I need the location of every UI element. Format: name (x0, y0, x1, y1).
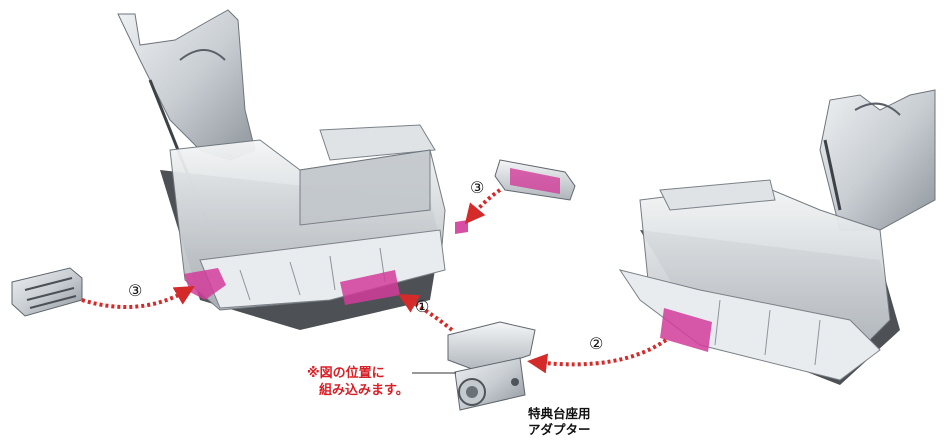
arrow-step-3-left (81, 285, 195, 310)
insert-piece-right (494, 159, 576, 201)
arrows (81, 188, 668, 374)
step-2-label: ② (589, 334, 604, 353)
step-1-label: ① (415, 297, 430, 316)
stand-part-right (618, 89, 936, 385)
step-3-right-label: ③ (470, 178, 485, 197)
placement-note: ※図の位置に 組み込みます。 (307, 365, 409, 399)
adapter-caption-line2: アダプター (528, 422, 591, 437)
step-3-left-label: ③ (128, 281, 143, 300)
placement-note-line2: 組み込みます。 (319, 383, 409, 398)
adapter-piece (447, 321, 536, 411)
adapter-caption-line1: 特典台座用 (528, 406, 591, 421)
slot-highlight-1 (340, 270, 400, 305)
slot-highlight-3b (455, 220, 468, 234)
slot-highlight-2 (660, 308, 712, 352)
insert-piece-left (11, 267, 83, 317)
arrow-step-3-right (464, 188, 502, 225)
arrow-step-2 (527, 338, 668, 374)
stand-part-left (117, 9, 468, 330)
placement-note-line1: ※図の位置に (307, 366, 385, 381)
adapter-caption: 特典台座用 アダプター (528, 406, 591, 438)
